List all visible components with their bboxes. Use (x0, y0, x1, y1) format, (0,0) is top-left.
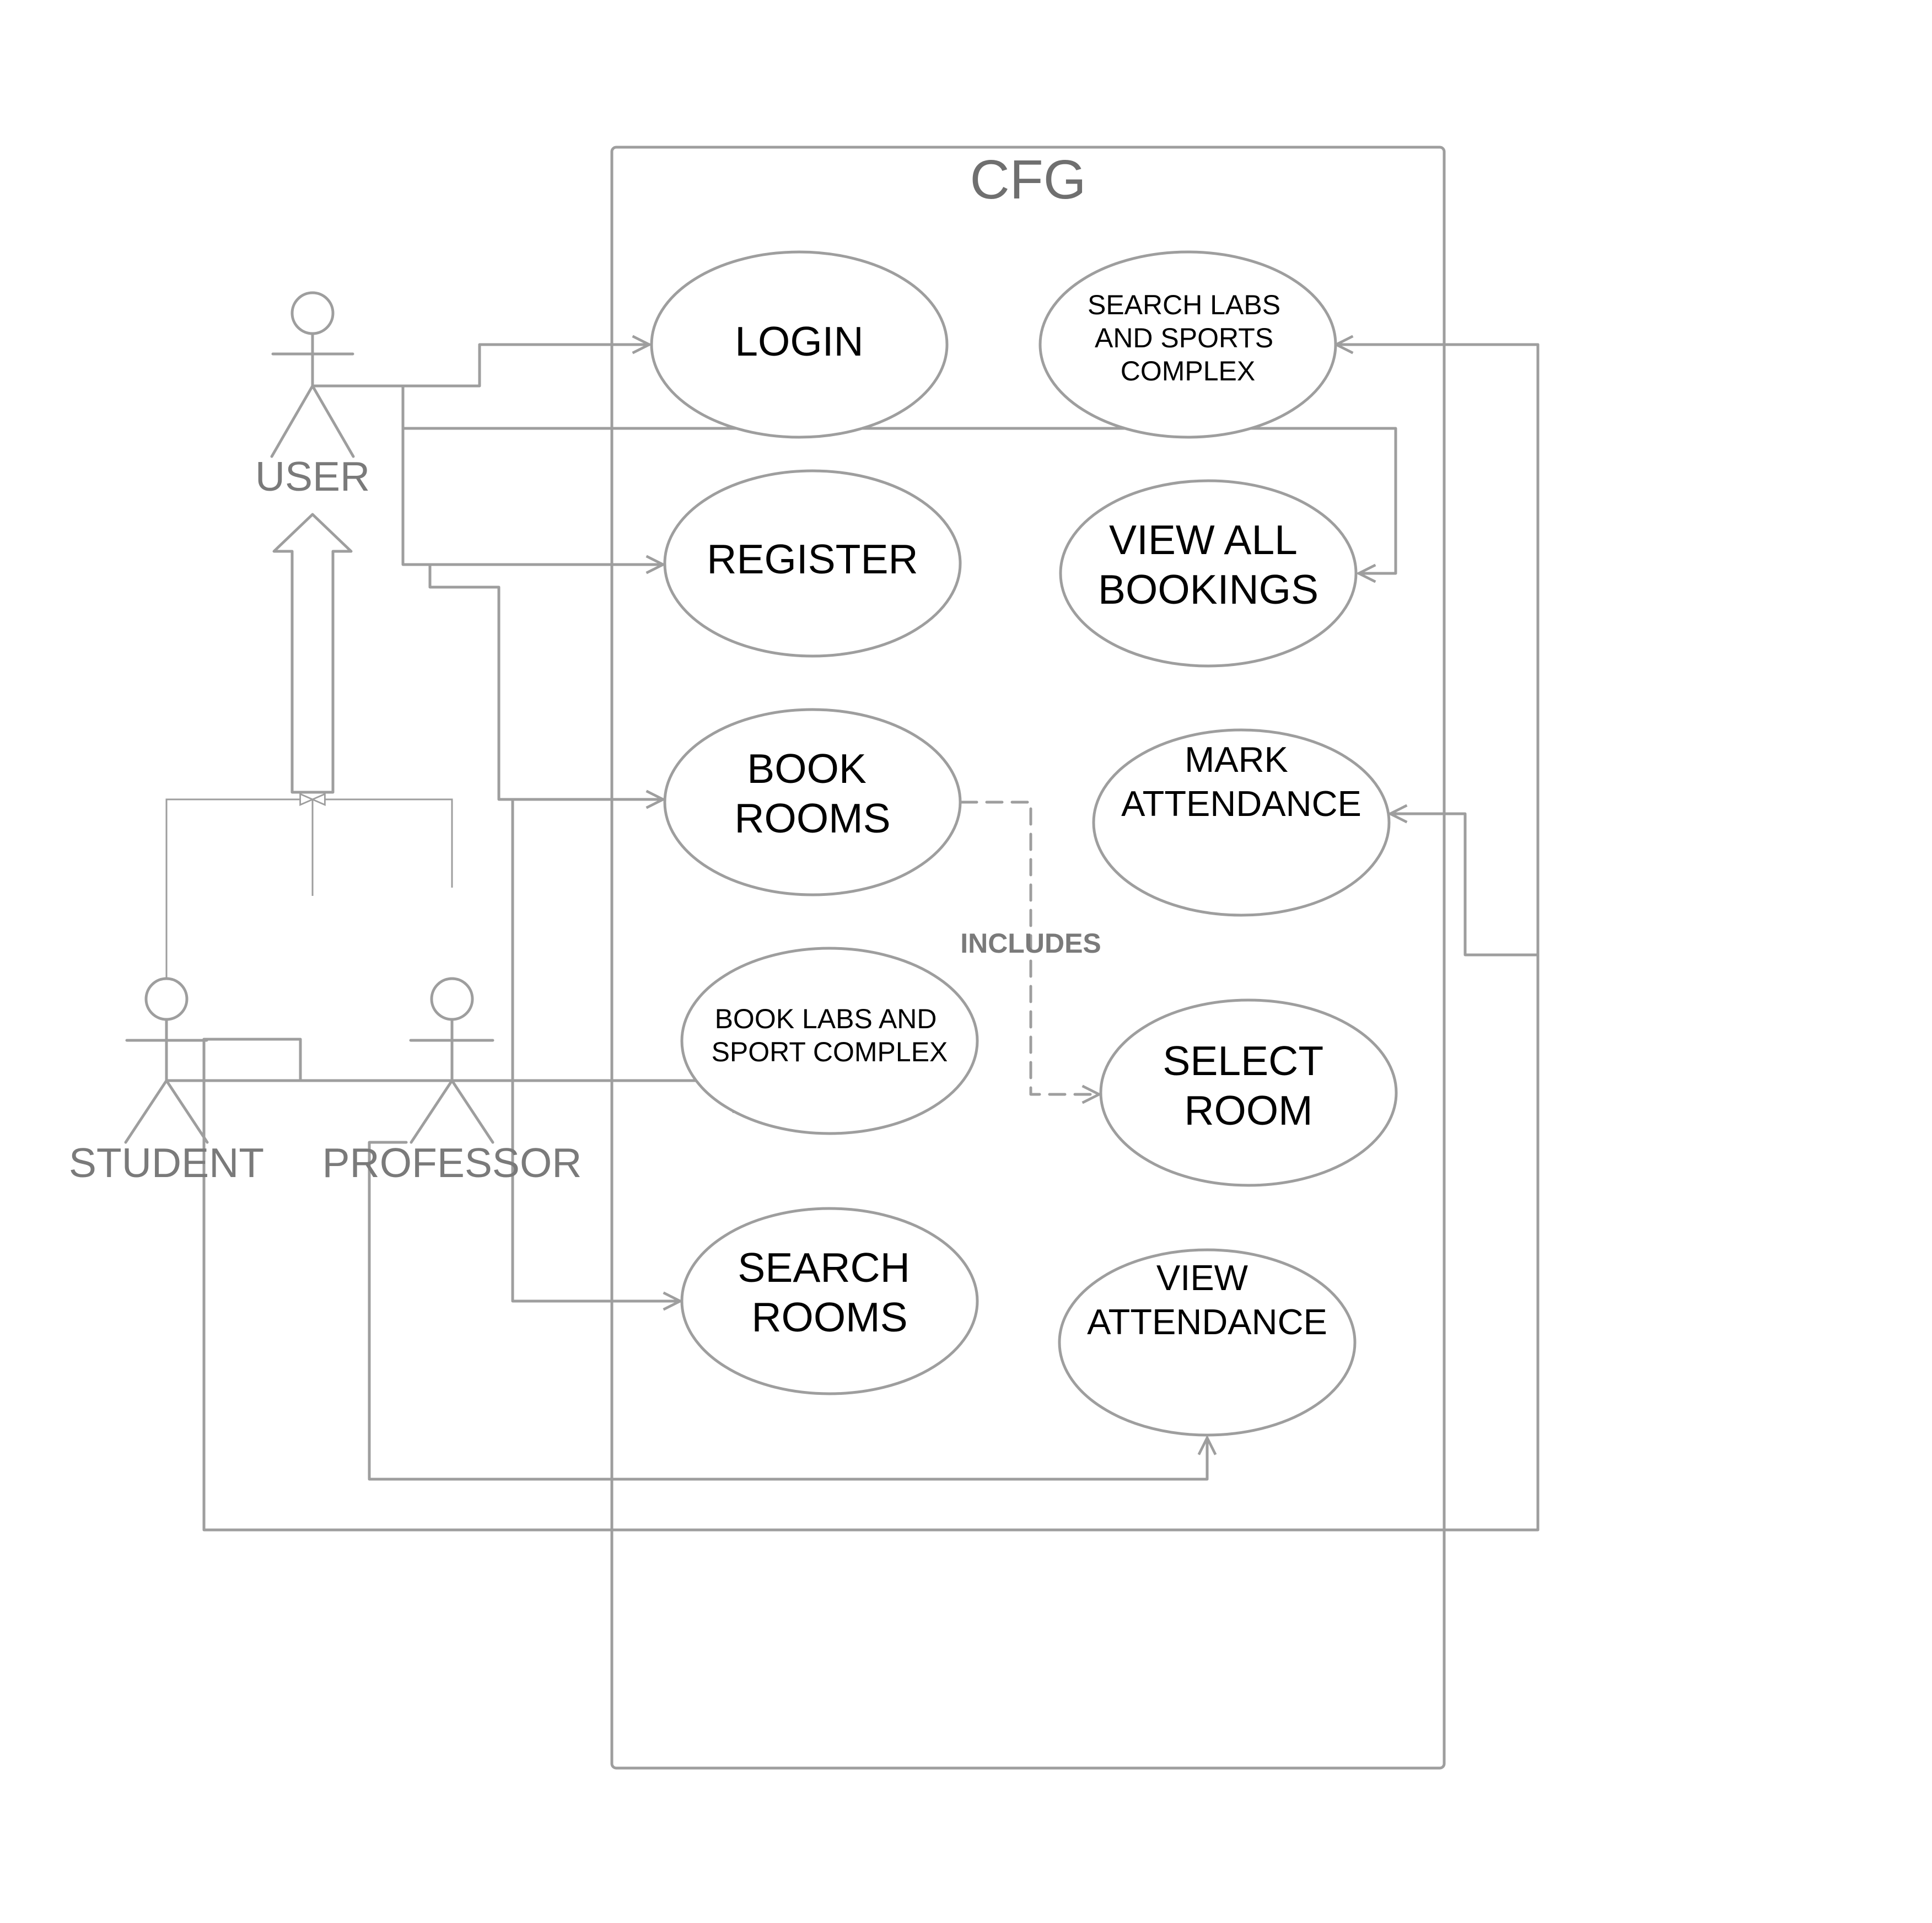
use-case-view-all-bookings[interactable]: VIEW ALL BOOKINGS (1059, 479, 1358, 668)
edge-student-rail (202, 343, 1540, 1532)
svg-text:VIEW ALL BOOKINGS: VIEW ALL BOOKINGS (1098, 517, 1319, 613)
use-case-view-attendance[interactable]: VIEW ATTENDANCE (1058, 1248, 1357, 1437)
view-all-bookings-label-line2: BOOKINGS (1098, 566, 1319, 613)
search-labs-label-line3: COMPLEX (1121, 356, 1256, 386)
mark-attendance-label-line1: MARK (1185, 739, 1288, 780)
system-boundary (610, 146, 1446, 1770)
edge-student-connector (202, 1038, 302, 1082)
professor-label: PROFESSOR (322, 1140, 582, 1186)
search-rooms-label-line1: SEARCH (738, 1244, 910, 1291)
professor-head (430, 977, 474, 1021)
svg-text:LOGIN: LOGIN (735, 318, 863, 364)
user-label: USER (255, 453, 370, 499)
use-case-search-rooms[interactable]: SEARCH ROOMS (680, 1207, 979, 1395)
use-case-register[interactable]: REGISTER (663, 469, 962, 658)
view-attendance-label-line1: VIEW (1156, 1258, 1248, 1298)
edge-user-register (401, 427, 663, 565)
svg-text:SELECT ROOM: SELECT ROOM (1163, 1038, 1334, 1134)
use-case-book-rooms[interactable]: BOOK ROOMS (663, 708, 962, 896)
edge-user-login (311, 345, 649, 388)
user-body (270, 332, 355, 458)
book-rooms-label-line2: ROOMS (734, 795, 890, 841)
student-body (124, 1018, 209, 1144)
student-label: STUDENT (69, 1140, 264, 1186)
svg-text:SEARCH LABS AND SPORTS: SEARCH LABS AND SPORTS COMPLEX (1088, 289, 1288, 386)
generalization-student-line (165, 799, 313, 979)
actor-professor: PROFESSOR (322, 977, 582, 1186)
professor-body (409, 1018, 494, 1144)
edge-user-view-all-bookings (401, 384, 1397, 573)
use-case-login[interactable]: LOGIN (650, 250, 949, 439)
search-rooms-label-line2: ROOMS (751, 1294, 907, 1340)
use-case-search-labs-and-sports-complex[interactable]: SEARCH LABS AND SPORTS COMPLEX (1038, 250, 1337, 439)
includes-label: INCLUDES (960, 928, 1101, 959)
view-attendance-label-line2: ATTENDANCE (1087, 1302, 1327, 1342)
login-label: LOGIN (735, 318, 863, 364)
edge-rail-mark-attendance (1390, 814, 1540, 957)
generalization-professor-line (313, 799, 453, 888)
select-room-label-line2: ROOM (1184, 1087, 1312, 1134)
svg-text:BOOK ROOMS: BOOK ROOMS (734, 745, 890, 841)
view-all-bookings-label-line1: VIEW ALL (1109, 517, 1296, 563)
svg-text:VIEW ATTENDANCE: VIEW ATTENDANCE (1087, 1258, 1327, 1342)
svg-text:MARK ATTENDANCE: MARK ATTENDANCE (1121, 739, 1361, 824)
search-labs-label-line1: SEARCH LABS (1088, 289, 1280, 320)
search-labs-label-line2: AND SPORTS (1095, 323, 1273, 353)
edge-includes (960, 801, 1099, 1094)
book-labs-label-line1: BOOK LABS AND (715, 1003, 937, 1034)
register-label: REGISTER (707, 536, 918, 582)
actor-user: USER (255, 291, 370, 499)
svg-text:BOOK LABS AND SPORT COMP: BOOK LABS AND SPORT COMPLEX (712, 1003, 948, 1067)
book-labs-label-line2: SPORT COMPLEX (712, 1036, 948, 1067)
svg-text:REGISTER: REGISTER (707, 536, 918, 582)
use-case-mark-attendance[interactable]: MARK ATTENDANCE (1092, 728, 1391, 917)
svg-text:SEARCH ROOMS: SEARCH ROOMS (738, 1244, 921, 1340)
student-head (144, 977, 189, 1021)
edge-user-book-rooms (428, 563, 663, 799)
edge-user-search-rooms (511, 798, 680, 1301)
actor-student: STUDENT (69, 977, 264, 1186)
select-room-label-line1: SELECT (1163, 1038, 1323, 1084)
generalization (165, 513, 453, 979)
user-head (290, 291, 335, 335)
book-rooms-label-line1: BOOK (747, 745, 867, 792)
use-case-select-room[interactable]: SELECT ROOM (1099, 998, 1398, 1187)
generalization-arrow (272, 513, 353, 794)
use-case-book-labs-and-sport-complex[interactable]: BOOK LABS AND SPORT COMPLEX (680, 947, 979, 1135)
edge-professor-view-attendance (368, 1141, 1207, 1481)
mark-attendance-label-line2: ATTENDANCE (1121, 783, 1361, 824)
system-title: CFG (970, 149, 1086, 211)
